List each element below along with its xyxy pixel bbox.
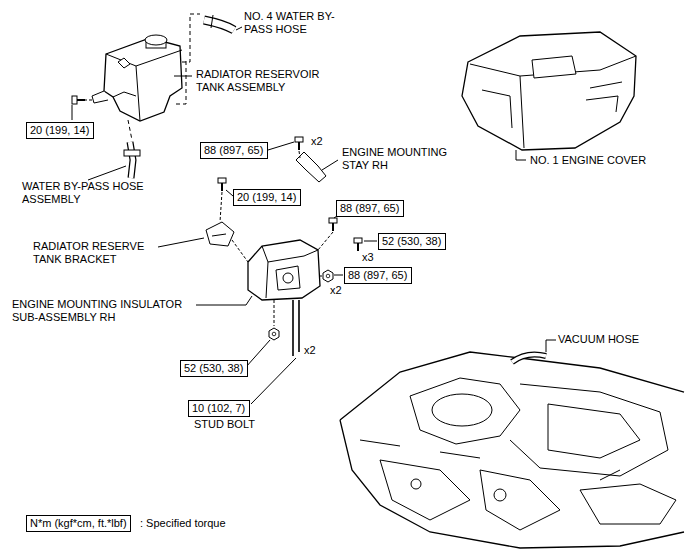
torque-value: 20 (199, 14)	[237, 191, 297, 204]
torque-value: 88 (897, 65)	[348, 269, 408, 282]
torque-box: 10 (102, 7)	[188, 400, 250, 417]
torque-value: 52 (530, 38)	[184, 362, 244, 375]
quantity-note: STUD BOLT	[194, 418, 255, 431]
quantity-note: x2	[304, 344, 316, 357]
torque-value: 10 (102, 7)	[192, 402, 246, 415]
torque-box: 52 (530, 38)	[378, 233, 446, 250]
torque-box: 88 (897, 65)	[344, 267, 412, 284]
part-name: ENGINE MOUNTING STAY RH	[342, 146, 454, 172]
quantity-note: x3	[362, 251, 374, 264]
part-name: RADIATOR RESERVE TANK BRACKET	[33, 240, 153, 266]
part-name: NO. 4 WATER BY-PASS HOSE	[244, 10, 344, 36]
quantity-note: x2	[311, 135, 323, 148]
torque-value: 20 (199, 14)	[30, 124, 90, 137]
quantity-note: NO. 1 ENGINE COVER	[530, 154, 646, 167]
torque-box: 20 (199, 14)	[233, 189, 301, 206]
torque-box: 88 (897, 65)	[336, 200, 404, 217]
torque-value: 52 (530, 38)	[382, 235, 442, 248]
torque-value: 88 (897, 65)	[340, 202, 400, 215]
part-name: RADIATOR RESERVOIR TANK ASSEMBLY	[196, 68, 331, 94]
part-name: WATER BY-PASS HOSE ASSEMBLY	[22, 180, 154, 206]
torque-box: 20 (199, 14)	[26, 122, 94, 139]
quantity-note: x2	[330, 284, 342, 297]
torque-box: 52 (530, 38)	[180, 360, 248, 377]
quantity-note: VACUUM HOSE	[558, 333, 639, 346]
torque-box: N*m (kgf*cm, ft.*lbf)	[26, 515, 131, 532]
torque-value: N*m (kgf*cm, ft.*lbf)	[30, 517, 127, 530]
part-name: ENGINE MOUNTING INSULATOR SUB-ASSEMBLY R…	[12, 298, 192, 324]
legend-text: : Specified torque	[140, 517, 226, 530]
torque-box: 88 (897, 65)	[200, 142, 268, 159]
torque-value: 88 (897, 65)	[204, 144, 264, 157]
